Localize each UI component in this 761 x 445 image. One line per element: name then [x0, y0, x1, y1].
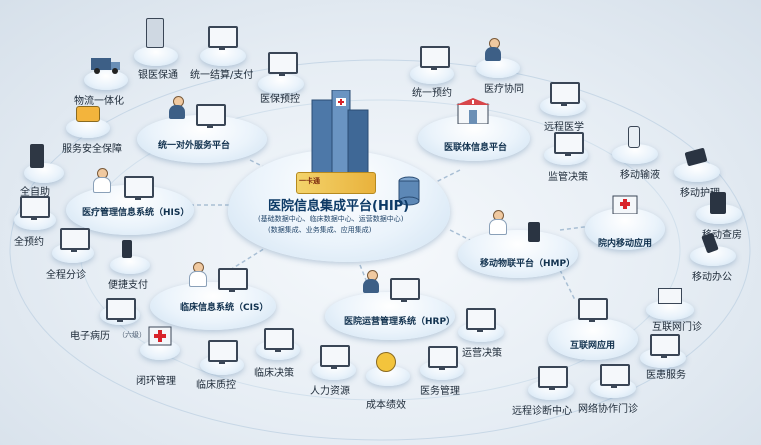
node-quanzizhu: 全自助 — [20, 187, 50, 198]
hub-internet-cloud — [548, 318, 638, 360]
hub-cis-label: 临床信息系统（CIS） — [180, 303, 269, 313]
doctor-icon — [484, 38, 502, 62]
doctor-icon — [92, 168, 111, 193]
node-dianzibingli-sub: （六级） — [118, 331, 146, 339]
node-renliziyuan: 人力资源 — [310, 386, 350, 397]
node-yiliaoxietong: 医疗协同 — [484, 84, 524, 95]
node-yiwuguanli: 医务管理 — [420, 386, 460, 397]
card-label: 一卡通 — [299, 177, 320, 185]
security-icon — [76, 106, 100, 122]
monitor-icon — [264, 328, 294, 352]
node-wangluoxiezuo: 网络协作门诊 — [578, 404, 638, 415]
hub-internet-label: 互联网应用 — [570, 341, 616, 351]
node-dianzibingli: 电子病历 — [70, 331, 110, 342]
monitor-icon — [124, 176, 154, 200]
node-bianjiezhifu: 便捷支付 — [108, 280, 148, 291]
node-yinyibaotong: 银医保通 — [138, 70, 178, 81]
truck-icon — [90, 56, 122, 78]
atm-kiosk-icon — [146, 18, 164, 48]
hub-mobile-label: 院内移动应用 — [598, 239, 653, 249]
node-linchuangjuece: 临床决策 — [254, 368, 294, 379]
node-wuliu: 物流一体化 — [74, 96, 124, 107]
node-linchuangzhikong: 临床质控 — [196, 380, 236, 391]
monitor-icon — [390, 278, 420, 302]
node-fuwuanquan: 服务安全保障 — [62, 144, 122, 155]
monitor-icon — [268, 52, 298, 76]
clinic-building-icon — [456, 98, 490, 128]
node-yidongbangong: 移动办公 — [692, 272, 732, 283]
node-quanchengfenzhen: 全程分诊 — [46, 270, 86, 281]
iv-drip-icon — [628, 126, 640, 148]
node-tongyiyuyue: 统一预约 — [412, 88, 452, 99]
hospital-icon — [612, 192, 638, 218]
node-hulianwangmenzhen: 互联网门诊 — [652, 322, 702, 333]
node-yidongchafang: 移动查房 — [702, 230, 742, 241]
monitor-icon — [578, 298, 608, 322]
hospital-icon — [658, 288, 682, 304]
node-jiankongjuece: 监管决策 — [548, 172, 588, 183]
monitor-icon — [208, 340, 238, 364]
monitor-icon — [600, 364, 630, 388]
hub-hrp-cloud — [325, 292, 455, 340]
node-yunyingjuece: 运营决策 — [462, 348, 502, 359]
hub-hmp-cloud — [458, 230, 578, 278]
tablet-icon — [710, 192, 726, 214]
hospital-building-icon — [306, 89, 372, 177]
monitor-icon — [20, 196, 50, 220]
node-bihuanguanli: 闭环管理 — [136, 376, 176, 387]
monitor-icon — [208, 26, 238, 50]
platform-subtitle-integration: (数据集成、业务集成、应用集成) — [268, 226, 372, 234]
monitor-icon — [196, 104, 226, 128]
node-chengbenjixiao: 成本绩效 — [366, 400, 406, 411]
monitor-icon — [320, 345, 350, 369]
hub-mobile-cloud — [585, 208, 665, 250]
platform-title: 医院信息集成平台(HIP) — [268, 199, 410, 214]
monitor-icon — [106, 298, 136, 322]
platform-subtitle-data: (基础数据中心、临床数据中心、运营数据中心) — [258, 215, 404, 223]
hub-hmp-label: 移动物联平台（HMP） — [480, 259, 576, 269]
monitor-icon — [554, 132, 584, 156]
node-yidongshuye: 移动输液 — [620, 170, 660, 181]
hub-hrp-label: 医院运营管理系统（HRP） — [344, 317, 456, 327]
monitor-icon — [60, 228, 90, 252]
hub-his-label: 医疗管理信息系统（HIS） — [82, 208, 190, 218]
monitor-icon — [466, 308, 496, 332]
node-yuanchengyixue: 远程医学 — [544, 122, 584, 133]
hub-service-label: 统一对外服务平台 — [158, 141, 231, 151]
node-yihuanfuwu: 医患服务 — [646, 370, 686, 381]
monitor-icon — [650, 334, 680, 358]
xray-monitor-icon — [218, 268, 248, 292]
monitor-icon — [420, 46, 450, 70]
nurse-icon — [488, 210, 507, 235]
phone-icon — [122, 240, 132, 258]
node-yibaoyukong: 医保预控 — [260, 94, 300, 105]
node-quanyuyue: 全预约 — [14, 237, 44, 248]
medical-cross-icon — [148, 326, 172, 350]
monitor-icon — [550, 82, 580, 106]
coin-icon — [376, 352, 396, 372]
node-yuanchengzhenduan: 远程诊断中心 — [512, 406, 572, 417]
hub-cis-cloud — [150, 282, 276, 330]
node-tongyijiesuan: 统一结算/支付 — [190, 70, 254, 81]
doctor-icon — [188, 262, 207, 287]
hub-alliance-label: 医联体信息平台 — [444, 143, 508, 153]
node-yidonghuli: 移动护理 — [680, 188, 720, 199]
manager-icon — [362, 270, 380, 294]
smart-card-icon: 一卡通 — [296, 172, 376, 194]
monitor-icon — [538, 366, 568, 390]
monitor-icon — [428, 346, 458, 370]
kiosk-icon — [30, 144, 44, 168]
person-icon — [168, 96, 186, 120]
phone-icon — [528, 222, 540, 242]
database-icon — [398, 176, 420, 206]
